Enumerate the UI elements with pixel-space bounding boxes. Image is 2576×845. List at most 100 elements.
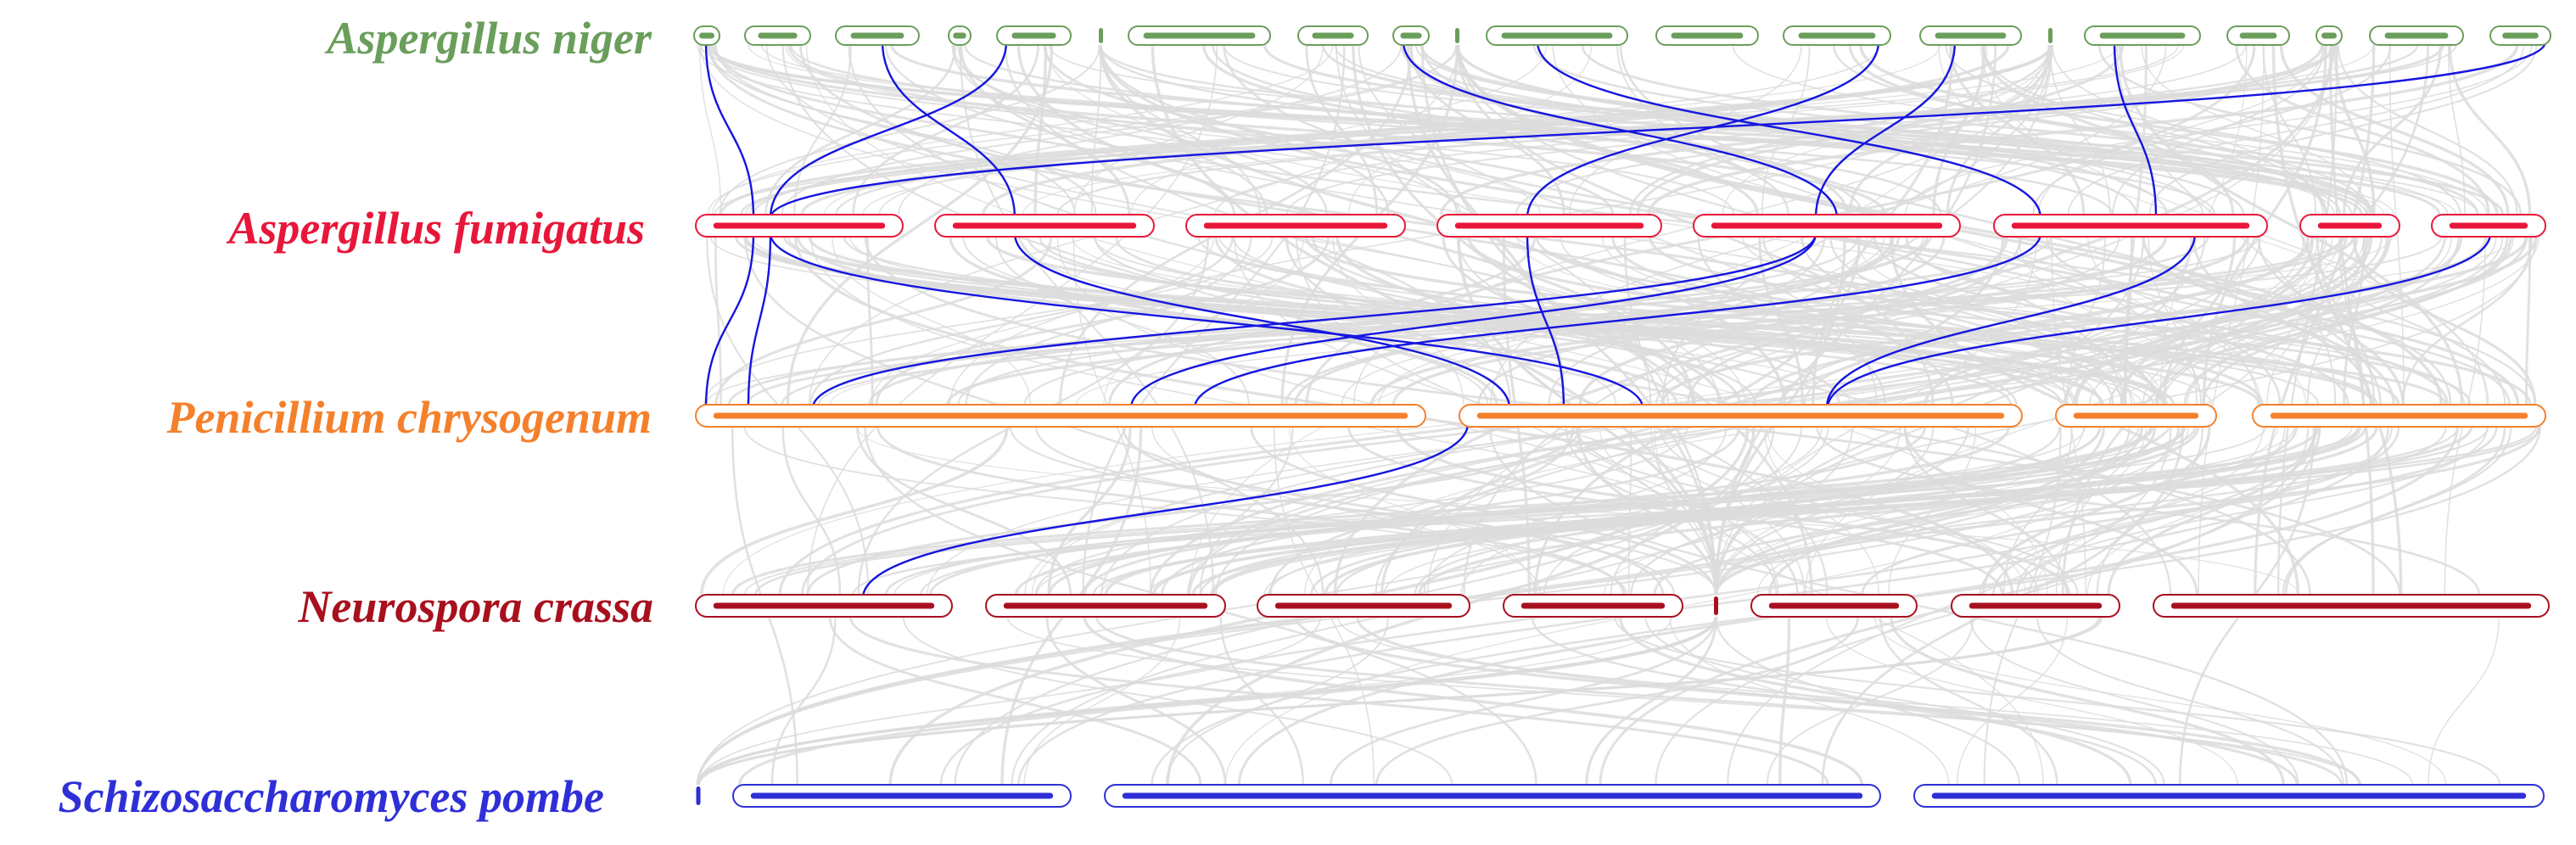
background-synteny-link: [2036, 616, 2344, 786]
background-synteny-link: [1829, 236, 2159, 406]
background-synteny-link: [1614, 616, 2501, 786]
background-synteny-link: [1576, 426, 1717, 596]
highlighted-synteny-link: [1526, 232, 1565, 409]
chromosome-bar: [2073, 412, 2199, 419]
background-synteny-link: [743, 426, 1627, 596]
background-synteny-link: [1285, 44, 2336, 215]
chromosome-bar: [2239, 32, 2277, 39]
chromosome-bar: [1798, 32, 1876, 39]
chromosome-crassa: [1503, 594, 1683, 618]
background-synteny-link: [898, 44, 1403, 215]
background-synteny-link: [764, 44, 957, 215]
background-synteny-link: [1043, 44, 1459, 215]
background-synteny-link: [697, 426, 1803, 786]
background-synteny-link: [2428, 616, 2500, 786]
chromosome-bar: [2011, 222, 2250, 229]
background-synteny-link: [1347, 426, 2004, 596]
chromosome-bar: [1274, 602, 1453, 609]
background-synteny-link: [2447, 44, 2466, 215]
background-synteny-link: [808, 236, 2261, 406]
chromosome-bar: [1122, 792, 1863, 799]
background-synteny-link: [2254, 44, 2376, 596]
highlighted-synteny-link: [769, 41, 2547, 219]
background-synteny-link: [1027, 236, 2104, 406]
chromosome-crassa: [1750, 594, 1918, 618]
chromosome-bar: [1011, 32, 1056, 39]
background-synteny-link: [1334, 44, 2353, 215]
chromosome-bar: [1520, 602, 1666, 609]
chromosome-bar: [1400, 32, 1422, 39]
background-synteny-link: [737, 616, 1718, 786]
highlighted-synteny-link: [704, 232, 755, 409]
background-synteny-link: [2148, 44, 2538, 215]
background-synteny-link: [2328, 44, 2375, 596]
chromosome-bar: [713, 412, 1408, 419]
background-synteny-link: [1905, 236, 2449, 406]
chromosome-bar: [2502, 32, 2539, 39]
background-synteny-link: [1100, 44, 1261, 215]
background-synteny-link: [1859, 44, 2499, 215]
background-synteny-link: [781, 44, 1457, 215]
chromosome-bar: [1671, 32, 1744, 39]
background-synteny-link: [2337, 44, 2518, 215]
background-synteny-link: [1047, 426, 1132, 596]
chromosome-crassa: [695, 594, 953, 618]
background-synteny-link: [711, 44, 1334, 215]
background-synteny-link: [1715, 616, 2021, 786]
background-synteny-link: [1151, 44, 1718, 596]
background-synteny-link: [1095, 616, 2343, 786]
chromosome-chrysogenum: [2252, 404, 2546, 428]
background-synteny-link: [1543, 426, 1829, 596]
background-synteny-link: [710, 44, 1887, 215]
background-synteny-link: [809, 236, 1234, 406]
background-synteny-link: [1648, 236, 2532, 406]
background-synteny-link: [952, 44, 1328, 215]
chromosome-bar: [1501, 32, 1613, 39]
chromosome-bar: [2384, 32, 2449, 39]
background-synteny-link: [1727, 426, 2172, 786]
background-synteny-link: [1017, 426, 2390, 786]
background-synteny-link: [714, 44, 1076, 215]
species-label-aspergillus-fumigatus: Aspergillus fumigatus: [228, 203, 645, 254]
background-synteny-link: [699, 44, 722, 215]
species-label-aspergillus-niger: Aspergillus niger: [327, 13, 652, 64]
background-synteny-link: [781, 426, 842, 596]
chromosome-niger: [1392, 25, 1430, 46]
background-synteny-link: [1189, 44, 1988, 596]
chromosome-bar: [750, 792, 1054, 799]
chromosome-crassa: [985, 594, 1226, 618]
chromosome-bar: [850, 32, 904, 39]
species-label-penicillium-chrysogenum: Penicillium chrysogenum: [166, 392, 652, 443]
chromosome-niger: [1455, 28, 1459, 43]
background-synteny-link: [855, 426, 1072, 596]
background-synteny-link: [2061, 44, 2429, 596]
chromosome-chrysogenum: [1459, 404, 2023, 428]
background-synteny-link: [1426, 44, 2335, 596]
background-synteny-link: [1873, 616, 2447, 786]
background-synteny-link: [1191, 426, 2473, 596]
background-links-layer: [696, 44, 2542, 786]
background-synteny-link: [1093, 236, 2213, 406]
chromosome-niger: [996, 25, 1072, 46]
highlighted-synteny-link: [1526, 41, 1880, 219]
chromosome-bar: [1143, 32, 1256, 39]
chromosome-bar: [713, 602, 935, 609]
chromosome-pombe: [1913, 784, 2545, 808]
highlighted-synteny-link: [1129, 232, 1817, 409]
background-synteny-link: [1992, 426, 2400, 596]
background-synteny-link: [2305, 236, 2506, 406]
chromosome-niger: [1297, 25, 1369, 46]
background-synteny-link: [1420, 44, 1717, 596]
background-synteny-link: [893, 426, 2170, 596]
highlighted-synteny-link: [1402, 41, 1839, 219]
background-synteny-link: [2141, 44, 2368, 215]
chromosome-niger: [1919, 25, 2022, 46]
background-synteny-link: [1375, 616, 1860, 786]
background-synteny-link: [2183, 236, 2512, 406]
chromosome-pombe: [1104, 784, 1881, 808]
background-synteny-link: [1094, 236, 1757, 406]
highlighted-synteny-link: [1825, 232, 2197, 409]
background-synteny-link: [2032, 44, 2392, 215]
chromosome-niger: [2489, 25, 2551, 46]
